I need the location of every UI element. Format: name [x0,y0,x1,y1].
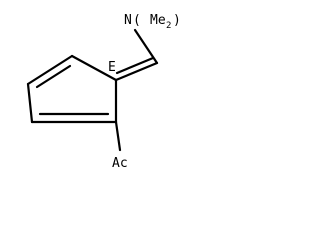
c-ac-bond [114,120,122,152]
amine-open-paren: ( [133,13,141,28]
ring-bond-c3-c4 [26,82,34,124]
exocyclic-double-bond-outer [114,61,159,82]
ring-bond-c1-c2 [70,54,118,82]
molecule-structure: E N Me 2 Ac () [0,0,195,195]
ring-bond-c2-c3-inner [35,64,72,89]
stereo-descriptor-label: E [108,60,116,75]
exocyclic-double-bond-inner [115,56,155,75]
methyl-group-label: Me [150,13,166,28]
ring-bond-c2-c3 [26,54,74,86]
amine-nitrogen-label: N [124,13,132,28]
methyl-count-subscript: 2 [166,21,171,31]
ch-n-bond [133,28,159,65]
structure-drawing: E N Me 2 Ac () [26,13,181,171]
acetyl-group-label: Ac [112,156,128,171]
amine-close-paren: ) [173,13,181,28]
